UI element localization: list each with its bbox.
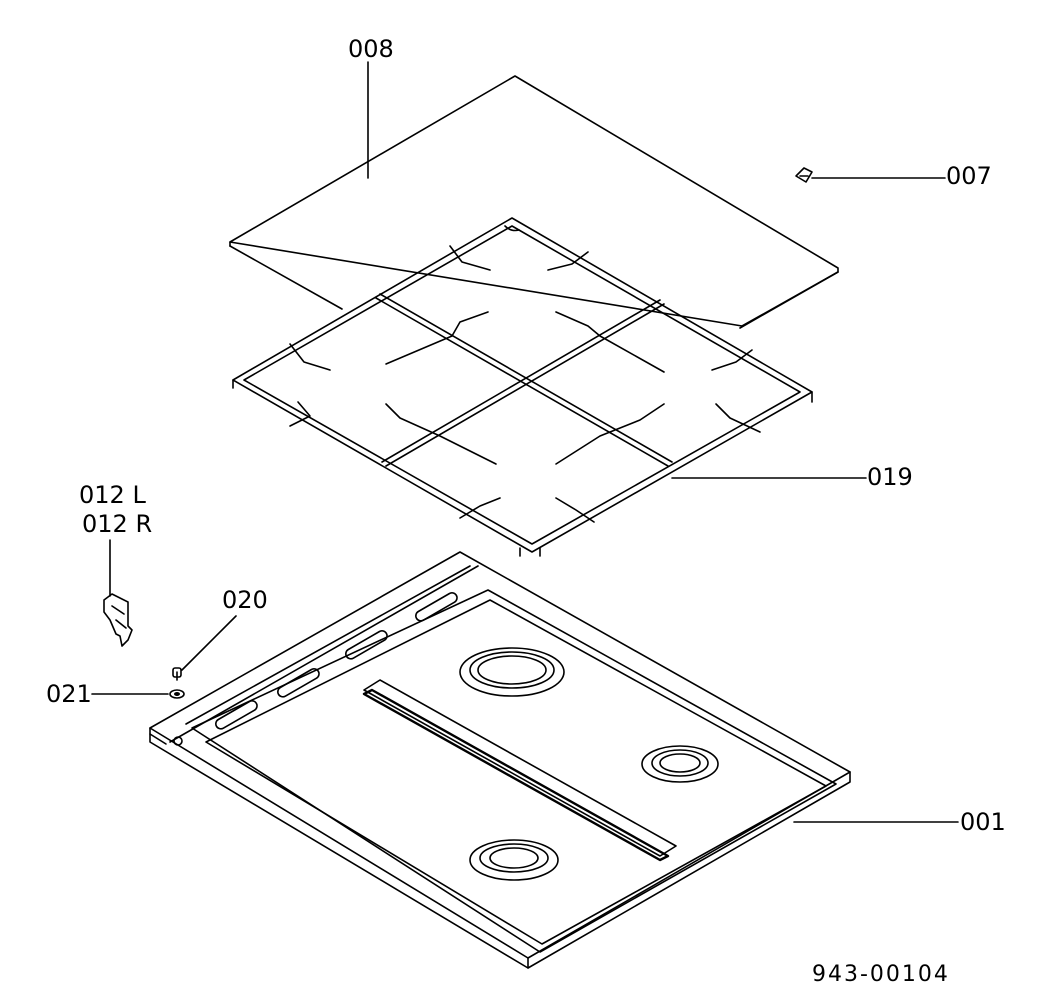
cover-plate-008	[229, 75, 839, 329]
washer-part-021	[169, 689, 185, 699]
vent-slots	[215, 592, 458, 730]
pan-support-grid-019	[232, 217, 813, 557]
callout-019: 019	[867, 463, 913, 491]
callout-012-l: 012 L	[79, 481, 146, 509]
leader-lines	[91, 61, 959, 823]
callout-007: 007	[946, 162, 992, 190]
burner-large	[459, 647, 565, 697]
bracket-part-012	[103, 593, 133, 647]
burner-medium	[469, 839, 559, 881]
screw-part-020	[172, 667, 182, 681]
clip-part-007	[795, 167, 813, 183]
burner-small	[641, 745, 719, 783]
callout-008: 008	[348, 35, 394, 63]
callout-020: 020	[222, 586, 268, 614]
callout-021: 021	[46, 680, 92, 708]
drawing-number: 943-00104	[812, 962, 950, 987]
hob-top-001	[149, 551, 851, 969]
callout-labels: 008 007 019 012 L 012 R 020 021 001 943-…	[46, 35, 1006, 987]
callout-012-r: 012 R	[82, 510, 152, 538]
callout-001: 001	[960, 808, 1006, 836]
